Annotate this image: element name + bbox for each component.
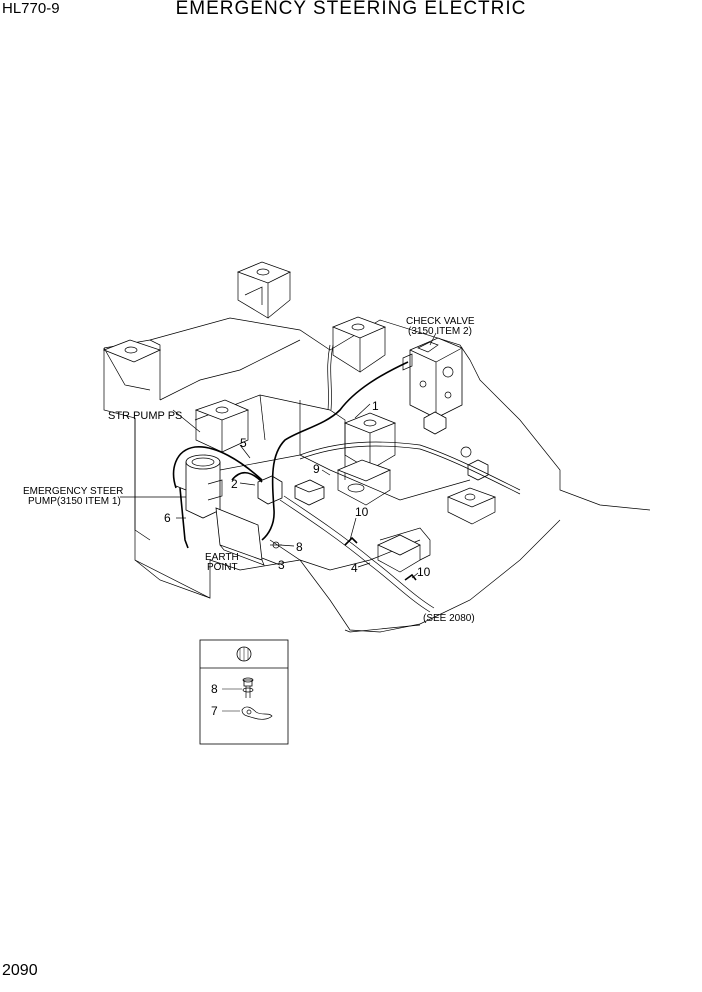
check-valve [402, 337, 463, 419]
label-earth-point-1: EARTH [205, 552, 239, 563]
relay-block [257, 411, 489, 506]
label-emergency-steer-pump-1: EMERGENCY STEER [23, 486, 123, 497]
diagram-labels: CHECK VALVE (3150 ITEM 2) STR PUMP PS EM… [23, 316, 475, 624]
page-title: EMERGENCY STEERING ELECTRIC [175, 0, 527, 19]
callout-8: 8 [296, 540, 303, 554]
label-earth-point-2: POINT [207, 562, 238, 573]
callout-10-lower: 10 [417, 565, 431, 579]
callout-3: 3 [278, 558, 285, 572]
callout-5: 5 [240, 436, 247, 450]
label-emergency-steer-pump-2: PUMP(3150 ITEM 1) [28, 496, 121, 507]
detail-inset: 8 7 [199, 639, 289, 745]
label-check-valve-ref: (3150 ITEM 2) [408, 326, 472, 337]
callout-9: 9 [313, 462, 320, 476]
page-number: 2090 [2, 962, 38, 979]
earth-plate [215, 507, 265, 566]
cable-harness [172, 344, 521, 613]
detail-callout-8: 8 [211, 682, 218, 696]
callout-1: 1 [372, 399, 379, 413]
callout-10-upper: 10 [355, 505, 369, 519]
label-str-pump-ps: STR PUMP PS [108, 410, 182, 422]
callout-2: 2 [231, 477, 238, 491]
detail-callout-7: 7 [211, 704, 218, 718]
leader-lines [120, 332, 437, 579]
model-number: HL770-9 [2, 0, 60, 17]
callout-numbers: 1 2 3 4 5 6 8 9 10 10 [164, 399, 431, 579]
emergency-steer-pump [175, 454, 223, 549]
callout-4: 4 [351, 561, 358, 575]
mounting-pads [102, 261, 497, 573]
callout-6: 6 [164, 511, 171, 525]
frame-drawing [103, 317, 651, 633]
label-see-ref: (SEE 2080) [423, 613, 475, 624]
label-check-valve: CHECK VALVE [406, 316, 475, 327]
